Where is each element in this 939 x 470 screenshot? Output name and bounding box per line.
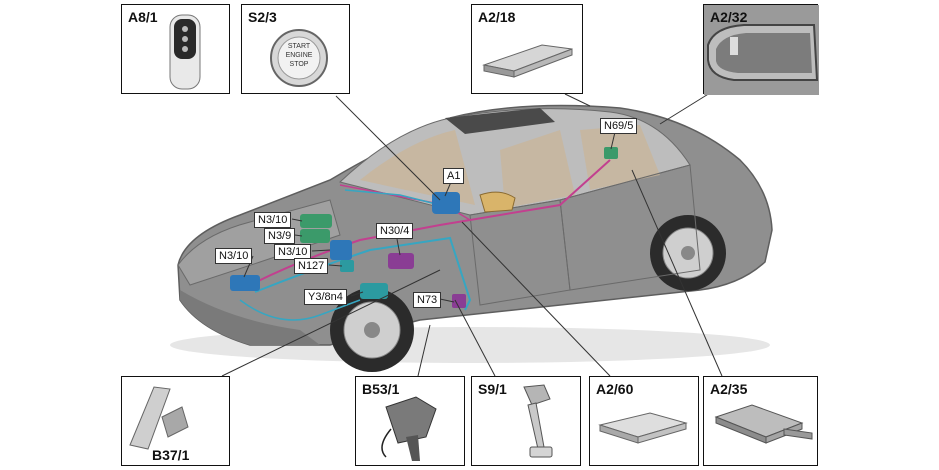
box-a2-35-module: A2/35 <box>703 376 818 466</box>
module-n73 <box>452 294 466 308</box>
box-label: S9/1 <box>478 381 507 397</box>
module-n127 <box>340 260 354 272</box>
accelerator-pedal-icon <box>129 386 189 450</box>
box-a2-60-module: A2/60 <box>589 376 699 466</box>
box-label: B37/1 <box>152 447 190 463</box>
callout-n69-5: N69/5 <box>600 118 638 134</box>
callout-n3-10-a: N3/10 <box>254 212 292 228</box>
module-a1 <box>432 192 460 214</box>
antenna-bracket-icon <box>714 404 813 444</box>
module-n3-10-a <box>300 214 332 228</box>
module-n3-10-c <box>230 275 260 291</box>
module-y3-8n4 <box>360 283 388 299</box>
box-label: A2/35 <box>710 381 748 397</box>
box-label: B53/1 <box>362 381 400 397</box>
box-s2-3-start-button: S2/3 START ENGINE STOP <box>241 4 350 94</box>
antenna-module-icon <box>598 412 688 444</box>
start-button-text: START ENGINE STOP <box>285 43 313 68</box>
box-a2-18-module: A2/18 <box>471 4 583 94</box>
box-b37-1-pedal: B37/1 <box>121 376 230 466</box>
box-label: A2/32 <box>710 9 748 25</box>
callout-n127: N127 <box>294 258 329 274</box>
control-module-icon <box>482 44 573 78</box>
box-label: A2/18 <box>478 9 516 25</box>
box-label: A8/1 <box>128 9 158 25</box>
module-n69-5 <box>604 147 618 159</box>
callout-n3-9: N3/9 <box>264 228 296 244</box>
callout-y3-8n4: Y3/8n4 <box>304 289 347 305</box>
callout-n30-4: N30/4 <box>376 223 414 239</box>
box-a2-32-rearview: A2/32 <box>703 4 819 95</box>
module-n3-9 <box>300 229 330 243</box>
callout-a1: A1 <box>443 168 465 184</box>
box-label: S2/3 <box>248 9 277 25</box>
module-n30-4 <box>388 253 414 269</box>
box-a8-1-key: A8/1 <box>121 4 230 94</box>
callout-n3-10-b: N3/10 <box>274 244 312 260</box>
box-label: A2/60 <box>596 381 634 397</box>
rearview-mirror-icon <box>704 5 819 95</box>
brake-sensor-icon <box>381 396 437 461</box>
smart-key-icon <box>169 14 201 90</box>
start-stop-button-icon <box>270 29 328 87</box>
box-s9-1-brake-pedal: S9/1 <box>471 376 581 466</box>
brake-pedal-icon <box>523 384 553 458</box>
callout-n3-10-c: N3/10 <box>215 248 253 264</box>
callout-n73: N73 <box>413 292 442 308</box>
box-b53-1-sensor: B53/1 <box>355 376 465 466</box>
module-n3-10-b <box>330 240 352 260</box>
